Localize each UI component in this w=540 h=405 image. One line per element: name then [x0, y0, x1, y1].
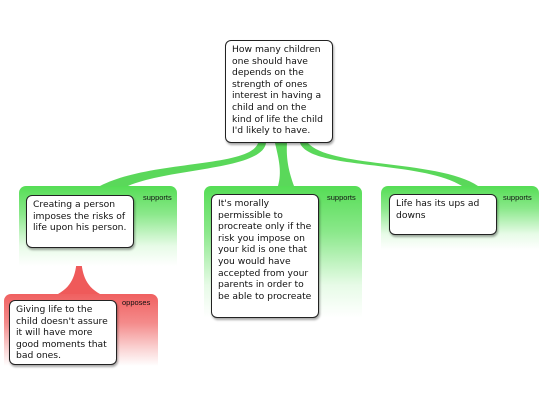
relation-tag-child-1: supports [143, 193, 172, 202]
relation-tag-child-3: supports [503, 193, 532, 202]
relation-tag-child-2: supports [327, 193, 356, 202]
child-node-2[interactable]: It's morally permissible to procreate on… [211, 194, 319, 318]
connector-child-1-to-grandchild [58, 250, 100, 294]
relation-tag-grandchild: opposes [122, 298, 151, 307]
connector-root-to-child-2 [275, 143, 294, 186]
child-node-1[interactable]: Creating a person imposes the risks of l… [26, 195, 134, 248]
connector-root-to-child-1 [100, 143, 266, 186]
child-node-3[interactable]: Life has its ups ad downs [389, 194, 497, 235]
grandchild-node[interactable]: Giving life to the child doesn't assure … [9, 300, 117, 365]
root-node[interactable]: How many children one should have depend… [225, 40, 333, 143]
connector-root-to-child-3 [300, 143, 478, 186]
